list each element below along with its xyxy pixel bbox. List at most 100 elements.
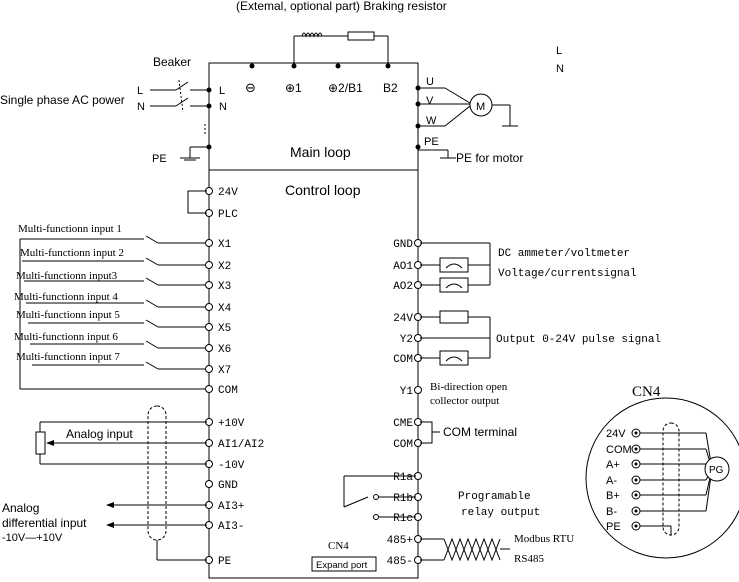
- motor-label: M: [476, 101, 485, 113]
- input-switch-icon: [145, 361, 159, 370]
- line-l-label: L: [137, 85, 143, 97]
- bidir-note-1: Bi-direction open: [430, 381, 508, 393]
- breaker-switch-n: [175, 97, 189, 107]
- relay-wiring: Programable relay output: [343, 475, 540, 520]
- expand-port-box: [311, 556, 377, 572]
- expand-port-label: Expand port: [316, 560, 368, 571]
- input-switch-icon: [145, 319, 159, 328]
- pe-motor-label: PE for motor: [456, 151, 523, 165]
- left-terminal-label: +10V: [218, 418, 245, 430]
- left-terminal-label: X7: [218, 365, 231, 377]
- left-terminal-label: PLC: [218, 209, 238, 221]
- input-switch-icon: [145, 277, 159, 286]
- cn4-pin-label: 24V: [606, 428, 626, 440]
- left-terminal-label: X4: [218, 303, 232, 315]
- breaker-switch-l: [175, 81, 189, 91]
- braking-resistor-network: [293, 31, 389, 66]
- relay-note-2: relay output: [461, 507, 540, 519]
- left-terminal-label: X1: [218, 239, 232, 251]
- pe-label-left: PE: [152, 153, 167, 165]
- shield-icon: [147, 405, 167, 541]
- pulse-load-icon: [439, 310, 469, 324]
- terminal-b2-label: B2: [383, 81, 398, 95]
- left-terminal-marker: [205, 239, 213, 247]
- input-label: Multi-functionn input 6: [14, 331, 118, 343]
- terminal-v-label: V: [426, 95, 434, 107]
- input-label: Multi-functionn input3: [16, 270, 118, 282]
- cn4-pin-label: A-: [606, 475, 617, 487]
- left-terminal-marker: [205, 365, 213, 373]
- multi-function-input-wiring: Multi-functionn input 1 Multi-functionn i…: [14, 223, 205, 390]
- terminal-n-label: N: [219, 101, 227, 113]
- analog-diff-label-2: differential input: [2, 516, 87, 530]
- line-n-label: N: [137, 101, 145, 113]
- terminal-minus-label: ⊖: [245, 80, 256, 95]
- input-label: Multi-functionn input 2: [20, 247, 124, 259]
- meter-ao1-icon: [439, 257, 469, 273]
- modbus-note: Modbus RTU: [514, 533, 574, 545]
- input-label: Multi-functionn input 1: [18, 223, 122, 235]
- right-terminal-label: 485-: [387, 556, 413, 568]
- left-terminal-label: 24V: [218, 187, 238, 199]
- right-terminal-label: AO2: [393, 281, 413, 293]
- right-terminal-label: Y2: [400, 334, 413, 346]
- meter-ao2-icon: [439, 277, 469, 293]
- terminal-l-label: L: [219, 85, 225, 97]
- cn4-pin-label: B-: [606, 506, 617, 518]
- left-terminal-marker: [205, 480, 213, 488]
- main-loop-label: Main loop: [290, 144, 351, 160]
- right-terminal-label: COM: [393, 439, 413, 451]
- left-terminal-label: X3: [218, 281, 231, 293]
- cn4-pin-label: PE: [606, 521, 621, 533]
- potentiometer-icon: [35, 431, 46, 455]
- analog-wiring: Analog input Analog differential input -…: [2, 405, 207, 561]
- terminal-minus-dot: [249, 63, 255, 69]
- left-terminal-marker: [205, 385, 213, 393]
- legend-n: N: [556, 63, 564, 75]
- left-terminal-label: -10V: [218, 460, 245, 472]
- control-loop-label: Control loop: [285, 182, 361, 198]
- left-terminal-label: PE: [218, 556, 232, 568]
- cn4-circle: [585, 397, 739, 559]
- pulse-output-wiring: Output 0-24V pulse signal: [420, 310, 661, 366]
- pulse-meter-icon: [439, 350, 469, 366]
- left-terminal-label: AI3+: [218, 501, 244, 513]
- cn4-label: CN4: [328, 540, 349, 552]
- plc-jumper: [187, 190, 207, 214]
- pg-encoder-icon: [704, 456, 730, 482]
- right-terminal-label: COM: [393, 354, 413, 366]
- terminal-p1-label: ⊕1: [285, 81, 302, 95]
- input-switch-icon: [145, 235, 159, 244]
- left-terminal-label: GND: [218, 480, 238, 492]
- com-terminal-wiring: COM terminal: [420, 421, 517, 444]
- right-terminal-label: GND: [393, 239, 413, 251]
- braking-resistor-icon: [347, 31, 375, 41]
- motor-output: L N U V W M PE PE for motor: [415, 45, 564, 165]
- left-terminal-label: COM: [218, 385, 238, 397]
- left-terminal-label: AI1/AI2: [218, 439, 264, 451]
- bidir-note-2: collector output: [430, 395, 499, 407]
- rs485-note: RS485: [514, 553, 544, 565]
- cn4-pin-label: A+: [606, 459, 620, 471]
- right-terminal-label: 24V: [393, 313, 413, 325]
- left-terminal-label: AI3-: [218, 521, 244, 533]
- input-label: Multi-functionn input 7: [16, 351, 120, 363]
- right-terminal-label: R1a: [393, 472, 413, 484]
- left-terminal-label: X5: [218, 323, 231, 335]
- cn4-pin-label: COM: [606, 444, 632, 456]
- pg-label: PG: [709, 465, 724, 476]
- relay-note-1: Programable: [458, 491, 531, 503]
- pulse-note: Output 0-24V pulse signal: [496, 334, 661, 346]
- input-label: Multi-functionn input 5: [16, 309, 120, 321]
- analog-diff-range: -10V—+10V: [2, 532, 63, 544]
- cn4-shield-icon: [662, 422, 680, 536]
- breaker-label: Beaker: [153, 55, 191, 69]
- voltage-current-note: Voltage/currentsignal: [498, 268, 637, 280]
- relay-switch-icon: [343, 496, 369, 508]
- terminal-p2-label: ⊕2/B1: [328, 81, 363, 95]
- left-control-terminals: 24VPLCX1X2X3X4X5X6X7COM+10VAI1/AI2-10VGN…: [205, 187, 264, 568]
- input-switch-icon: [145, 257, 159, 266]
- legend-l: L: [556, 45, 562, 57]
